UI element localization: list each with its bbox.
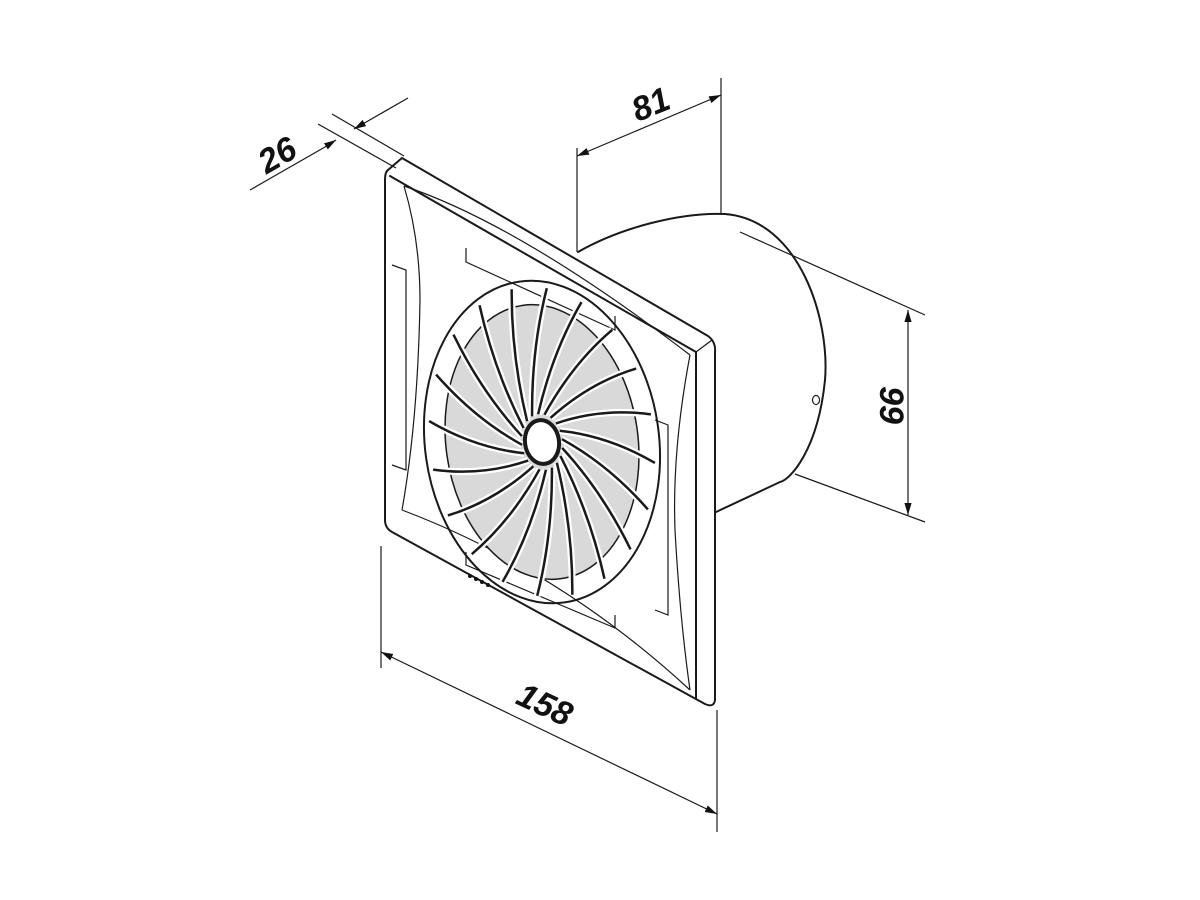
dimension-81: 81: [576, 78, 722, 252]
dimension-label-158: 158: [511, 676, 579, 734]
duct-cylinder: [577, 212, 827, 513]
fan-grille: [422, 279, 662, 605]
grille-blade: [559, 455, 606, 580]
grille-blade: [559, 429, 656, 465]
grille-blade: [428, 419, 525, 455]
grille-blade: [555, 411, 652, 425]
grille-blade: [561, 438, 649, 511]
grille-blade: [501, 469, 548, 583]
hub-icon: [522, 418, 562, 466]
grille-blade: [447, 465, 535, 517]
grille-blade: [549, 367, 637, 419]
indicator-dots: [468, 574, 490, 587]
grille-blade: [536, 301, 583, 415]
grille-blade: [452, 334, 523, 437]
grille-blade: [530, 287, 549, 417]
grille-blade: [470, 468, 541, 556]
grille-blade: [561, 447, 632, 550]
grille-blade: [543, 328, 614, 416]
grille-blade: [435, 373, 523, 446]
dimension-label-26: 26: [251, 129, 305, 182]
dimension-label-81: 81: [626, 80, 675, 129]
screw-hole-icon: [811, 394, 821, 406]
dimension-158: 158: [380, 546, 718, 832]
dimension-label-99: 99: [872, 386, 910, 424]
dimension-99: 99: [739, 231, 926, 523]
grille-blade: [432, 459, 529, 473]
grille-blade: [478, 304, 525, 429]
grille-blade: [555, 462, 574, 595]
grille-blade: [535, 467, 554, 597]
grille-blade: [510, 289, 529, 422]
